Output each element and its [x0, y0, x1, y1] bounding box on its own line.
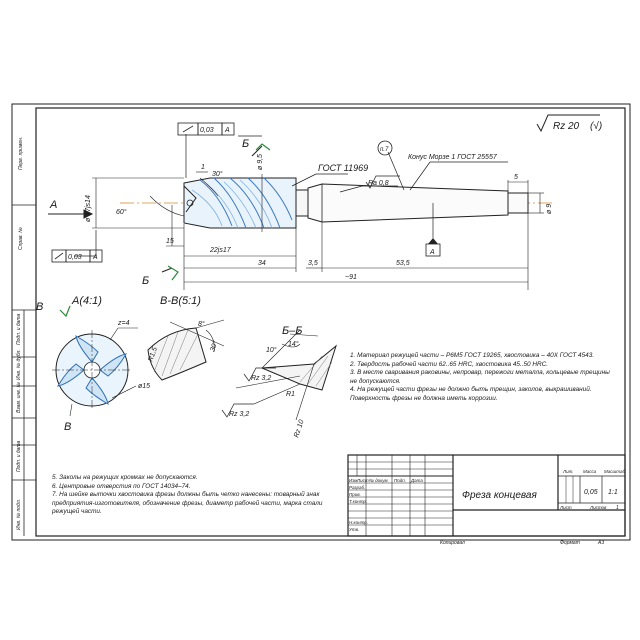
teeth-count: z=4 — [117, 320, 130, 327]
tol-top-datum: A — [224, 127, 230, 134]
dim-angle-30: 30° — [212, 170, 223, 178]
section-v-radius: R1,5 — [147, 346, 159, 362]
requirement-1: 1. Материал режущей части – Р6М5 ГОСТ 19… — [350, 352, 595, 359]
arrow-view-v-bottom: В — [64, 421, 71, 433]
roughness-neck: Ra 0,8 — [368, 180, 389, 187]
tb-masshtab: Масштаб — [604, 469, 625, 474]
tb-sheets: Листов — [589, 505, 607, 510]
dim-angle-60: 60° — [116, 208, 127, 216]
sheet-border — [11, 103, 631, 541]
tb-lit: Лит. — [562, 469, 574, 474]
side-label-dubl: Инв. № дубл. — [16, 349, 22, 380]
arrow-view-a: A — [49, 199, 57, 211]
section-v-v — [147, 319, 225, 381]
requirement-2: 2. Твердость рабочей части 62..65 HRC, х… — [350, 360, 548, 368]
sheet-inner-frame — [35, 107, 626, 537]
technical-requirements-2: 5. Заколы на режущих кромках не допускаю… — [52, 474, 328, 517]
tb-massa: Масса — [583, 469, 597, 474]
view-a-end-face — [52, 305, 138, 417]
note-reference: п.7 — [380, 147, 389, 153]
section-v-angle-30: 30° — [208, 340, 219, 353]
tol-top-value: 0,03 — [200, 127, 214, 134]
tb-sheets-value: 1 — [616, 505, 619, 511]
title-block — [347, 454, 626, 537]
tb-tkontr: Т.контр. — [349, 499, 367, 504]
tb-mass-value: 0,05 — [584, 489, 598, 496]
tb-nkontr: Н.контр. — [349, 520, 368, 525]
section-b-angle-10: 10° — [266, 346, 277, 354]
dim-length-1: 1 — [201, 164, 205, 171]
tb-sheet: Лист — [559, 505, 572, 510]
roughness-symbol — [536, 114, 600, 133]
side-label-podl: Инв. № подл. — [16, 499, 22, 530]
dim-shank-diameter: ø 17js14 — [85, 195, 92, 222]
section-b-rz32-b: Rz 3,2 — [229, 411, 249, 418]
section-v-angle-8: 8° — [198, 320, 205, 328]
dim-length-22: 22js17 — [209, 247, 232, 254]
section-b-rz32-a: Rz 3,2 — [251, 375, 271, 382]
requirement-4: 4. На режущей части фрезы не должно быть… — [350, 386, 592, 402]
morse-taper-label: Конус Морзе 1 ГОСТ 25557 — [408, 154, 498, 161]
tb-razrab: Разраб. — [349, 485, 365, 490]
section-b-title: Б–Б — [282, 325, 302, 337]
dim-length-34: 34 — [258, 260, 266, 267]
requirement-7: 7. На шейке выточки хвостовика фрезы дол… — [52, 491, 323, 516]
view-a-title: A(4:1) — [71, 295, 102, 307]
tb-col-izm: Изм — [349, 478, 357, 483]
tol-left-value: 0,03 — [68, 254, 82, 261]
dim-length-5: 5 — [514, 174, 518, 181]
side-label-sprav: Справ. № — [18, 227, 24, 250]
technical-requirements-1: 1. Материал режущей части – Р6М5 ГОСТ 19… — [350, 352, 612, 404]
tb-format-value: А3 — [597, 540, 604, 546]
tb-col-data: Дата — [410, 478, 423, 483]
end-mill-main-view — [48, 122, 555, 290]
side-label-podp2: Подп. и дата — [16, 440, 22, 472]
dim-length-total: ~91 — [345, 274, 357, 281]
tb-col-podp: Подп. — [394, 478, 406, 483]
dim-neck-diameter: ø 9,5 — [257, 154, 264, 170]
roughness-bracket: (√) — [590, 120, 602, 132]
arrow-view-v-left: В — [36, 301, 43, 313]
side-label-perv: Перв. примен. — [18, 137, 24, 170]
roughness-general: Rz 20 — [553, 121, 580, 132]
tb-utv: Утв. — [349, 527, 359, 532]
tb-kopiroval: Копировал — [440, 540, 465, 546]
dim-length-535: 53,5 — [396, 260, 410, 267]
tb-col-list: Лист — [356, 478, 369, 483]
dim-length-15: 15 — [166, 238, 174, 245]
tb-format: Формат — [560, 540, 580, 546]
tb-prov: Пров. — [349, 492, 361, 497]
datum-a-label: A — [429, 249, 435, 256]
tol-left-datum: A — [92, 254, 98, 261]
tb-part-name: Фреза концевая — [462, 490, 537, 501]
requirement-3: 3. В месте сваривания раковины, непровар… — [350, 369, 610, 385]
dim-length-35: 3,5 — [308, 260, 318, 267]
section-b-angle-14: 14° — [288, 340, 299, 348]
requirement-5: 5. Заколы на режущих кромках не допускаю… — [52, 474, 198, 481]
section-b-radius: R1 — [286, 391, 295, 398]
section-b-top-label: Б — [242, 138, 249, 150]
view-a-diameter: ø15 — [138, 383, 150, 390]
tb-col-ndoc: № докум. — [369, 478, 389, 483]
gost-center-holes: ГОСТ 11969 — [318, 163, 368, 173]
dim-diameter-9: ø 9 — [546, 204, 553, 214]
section-b-rz10: Rz 10 — [293, 419, 305, 439]
side-label-podp1: Подп. и дата — [16, 313, 22, 345]
side-strip-lines — [12, 204, 36, 481]
requirement-6: 6. Центровые отверстия по ГОСТ 14034–74. — [52, 482, 191, 490]
section-b-b — [221, 329, 337, 421]
side-label-vzam: Взам. инв. № — [16, 381, 22, 413]
section-b-bottom-label: Б — [142, 275, 149, 287]
tb-scale-value: 1:1 — [608, 489, 618, 496]
section-v-title: В-В(5:1) — [160, 295, 201, 307]
